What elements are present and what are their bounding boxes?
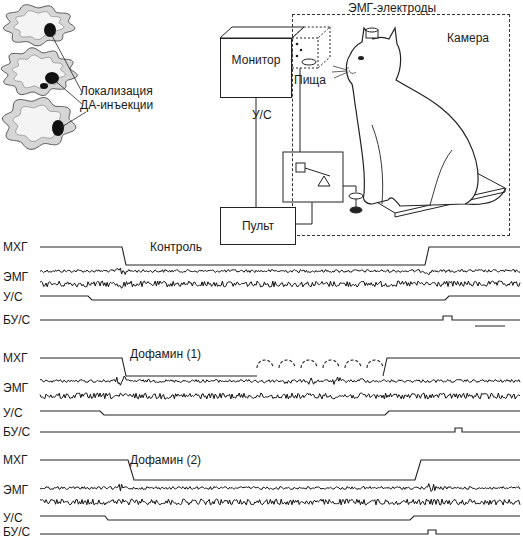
condition-label: Контроль <box>150 240 202 254</box>
feeder-dot <box>296 43 299 46</box>
leader-line <box>60 112 86 128</box>
signal-trace <box>40 428 520 432</box>
pedal-stem <box>356 199 357 207</box>
feeder-front <box>292 38 318 68</box>
trace-name: БУ/С <box>3 525 30 538</box>
signal-trace <box>40 516 520 520</box>
cat-tail <box>465 188 506 204</box>
brain-slices <box>1 5 77 150</box>
trace-name: МХГ <box>3 453 28 467</box>
brain-slice <box>4 5 75 46</box>
cat-leg <box>372 125 452 205</box>
feeder-dot <box>300 49 303 52</box>
mhg-trace <box>40 358 520 376</box>
cat-drawing <box>332 28 506 206</box>
leader-line <box>50 32 82 92</box>
food-cup <box>302 59 316 65</box>
trace-name: У/С <box>3 290 23 304</box>
emg-traces <box>40 268 520 505</box>
trace-name: У/С <box>3 406 23 420</box>
brain-slice <box>2 98 75 150</box>
emg-trace <box>40 393 520 399</box>
switch-triangle <box>318 176 330 186</box>
signal-label: У/С <box>252 108 272 122</box>
electrode-label: ЭМГ-электроды <box>348 1 436 15</box>
emg-trace <box>40 499 520 505</box>
wire <box>296 202 312 224</box>
mhg-trace-dashed <box>257 360 383 368</box>
pedal-base <box>350 207 362 213</box>
emg-trace <box>40 268 520 275</box>
node-text: Монитор <box>232 53 281 67</box>
pedal <box>349 193 363 199</box>
monitor-box: Монитор <box>220 38 292 98</box>
trace-name: ЭМГ <box>3 270 28 284</box>
white-matter <box>12 55 65 88</box>
white-matter <box>14 11 64 40</box>
signal-trace <box>40 411 520 415</box>
emg-trace <box>40 484 520 492</box>
switch-lever <box>305 168 330 176</box>
white-matter <box>13 105 64 141</box>
emg-trace <box>40 376 520 385</box>
condition-label: Дофамин (2) <box>130 453 201 467</box>
brain-slice <box>1 48 77 96</box>
trace-name: ЭМГ <box>3 381 28 395</box>
food-label: Пища <box>294 73 326 87</box>
relay-symbol <box>296 163 305 172</box>
feeder-side <box>292 27 330 68</box>
feeder-dot <box>296 55 299 58</box>
injection-label: Локализация ДА-инъекции <box>80 84 160 112</box>
node-text: Камера <box>447 31 489 45</box>
trace-name: БУ/С <box>3 313 30 327</box>
cat-outline <box>346 28 478 206</box>
signal-trace <box>40 530 520 534</box>
trace-name: У/С <box>3 511 23 525</box>
console-box: Пульт <box>220 207 296 245</box>
traces <box>40 247 520 534</box>
trace-name: БУ/С <box>3 425 30 439</box>
signal-trace <box>40 316 520 326</box>
electrode-top <box>366 28 378 32</box>
leader-lines <box>50 32 86 128</box>
feeder-cube <box>292 27 330 68</box>
injection-site <box>40 83 48 89</box>
node-text: Пульт <box>242 219 274 233</box>
mhg-trace <box>40 460 520 480</box>
cat-eye <box>358 56 364 60</box>
trace-name: МХГ <box>3 351 28 365</box>
injection-site <box>44 23 56 37</box>
trace-name: ЭМГ <box>3 483 28 497</box>
cat-whiskers <box>332 66 356 78</box>
mhg-trace <box>40 247 520 265</box>
leader-line <box>52 78 82 104</box>
chamber-frame: Камера <box>292 14 510 236</box>
wire <box>343 186 356 192</box>
trace-name: МХГ <box>3 240 28 254</box>
signal-trace <box>40 296 520 300</box>
emg-trace <box>40 281 520 288</box>
injection-site <box>52 120 64 136</box>
condition-label: Дофамин (1) <box>130 347 201 361</box>
